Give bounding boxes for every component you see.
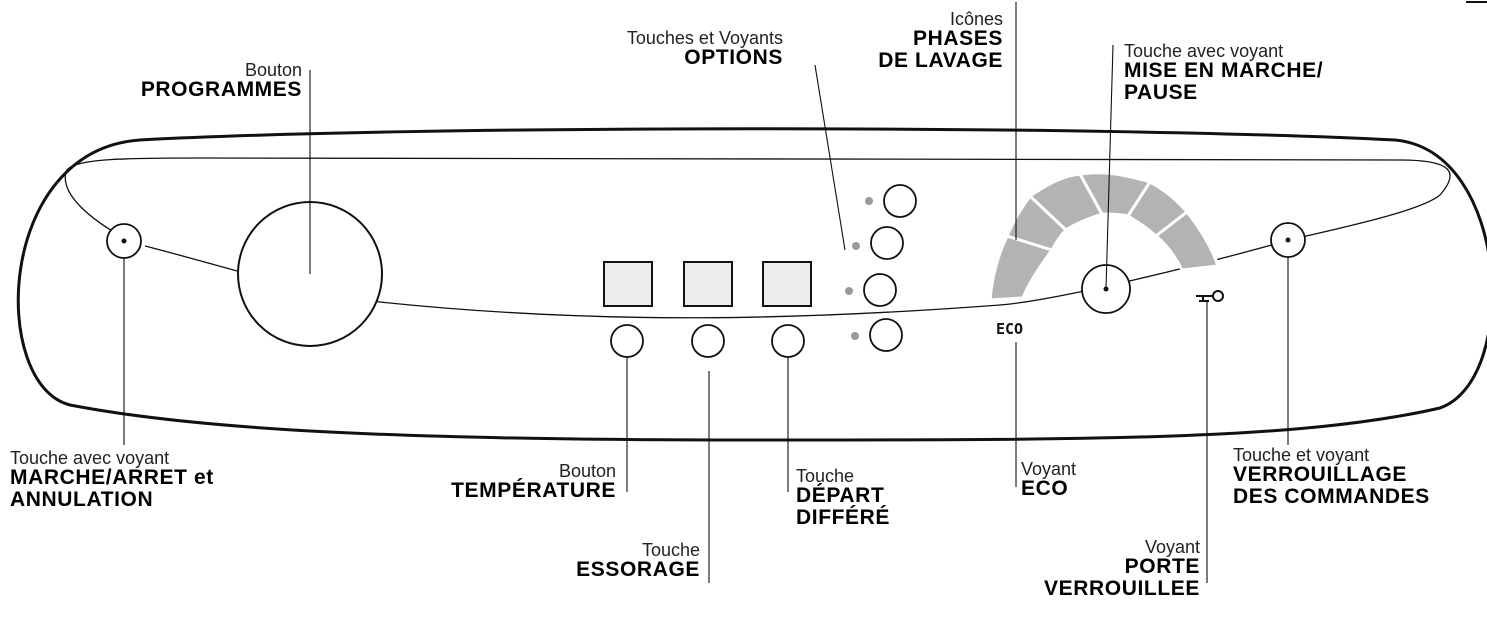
label-verrouillage-small: Touche et voyant xyxy=(1233,445,1370,465)
label-verrouillage: Touche et voyant VERROUILLAGE DES COMMAN… xyxy=(1233,445,1430,508)
leader-lines xyxy=(123,2,1289,583)
label-phases-bold-2: DE LAVAGE xyxy=(878,48,1003,72)
label-mise-bold-1: MISE EN MARCHE/ xyxy=(1124,59,1324,83)
label-temperature: Bouton TEMPÉRATURE xyxy=(451,462,616,502)
option-button-2[interactable] xyxy=(870,226,904,260)
label-programmes-small: Bouton xyxy=(244,60,302,80)
phase-segment-6 xyxy=(1153,209,1221,272)
delay-start-button[interactable] xyxy=(771,324,805,358)
spin-button[interactable] xyxy=(691,324,725,358)
option-button-1[interactable] xyxy=(883,184,917,218)
temperature-button[interactable] xyxy=(610,324,644,358)
option-button-3[interactable] xyxy=(863,273,897,307)
label-marche-bold-1: MARCHE/ARRET et xyxy=(10,466,214,490)
leader-mise-en-marche xyxy=(1105,44,1114,290)
label-phases-bold-1: PHASES xyxy=(913,27,1003,51)
option-button-4[interactable] xyxy=(869,318,903,352)
label-eco: Voyant ECO xyxy=(1021,460,1076,500)
control-lock-led xyxy=(1285,237,1291,243)
label-marche-arret: Touche avec voyant MARCHE/ARRET et ANNUL… xyxy=(10,448,214,511)
label-mise-bold-2: PAUSE xyxy=(1124,80,1198,104)
label-options-small: Touches et Voyants xyxy=(626,28,783,48)
option-led-3 xyxy=(845,287,853,295)
label-marche-bold-2: ANNULATION xyxy=(10,487,154,511)
option-led-1 xyxy=(865,197,873,205)
label-mise-small: Touche avec voyant xyxy=(1124,41,1284,61)
label-phases: Icônes PHASES DE LAVAGE xyxy=(878,9,1003,72)
label-porte-small: Voyant xyxy=(1144,537,1200,557)
label-mise-en-marche: Touche avec voyant MISE EN MARCHE/ PAUSE xyxy=(1124,41,1324,104)
label-programmes-bold: PROGRAMMES xyxy=(140,78,302,102)
label-eco-bold: ECO xyxy=(1021,477,1069,501)
power-led xyxy=(121,238,127,244)
label-options-bold: OPTIONS xyxy=(684,46,783,70)
label-verrouillage-bold-2: DES COMMANDES xyxy=(1233,484,1430,508)
label-options: Touches et Voyants OPTIONS xyxy=(627,29,783,69)
delay-display xyxy=(762,261,812,307)
panel-inner-line xyxy=(64,157,1451,319)
spin-display xyxy=(683,261,733,307)
label-depart-bold-2: DIFFÉRÉ xyxy=(796,505,891,529)
label-programmes: Bouton PROGRAMMES xyxy=(141,61,302,101)
key-icon xyxy=(1196,290,1224,302)
label-depart-bold-1: DÉPART xyxy=(796,484,885,508)
wash-phase-arc xyxy=(988,171,1221,302)
label-depart-small: Touche xyxy=(796,466,855,486)
label-porte: Voyant PORTE VERROUILLEE xyxy=(1044,537,1200,600)
label-temperature-small: Bouton xyxy=(558,461,616,481)
label-essorage: Touche ESSORAGE xyxy=(576,541,700,581)
label-porte-bold-1: PORTE xyxy=(1124,555,1200,579)
option-led-2 xyxy=(852,242,860,250)
eco-indicator-text: ECO xyxy=(996,320,1024,338)
label-essorage-bold: ESSORAGE xyxy=(576,558,700,582)
label-essorage-small: Touche xyxy=(641,540,700,560)
label-eco-small: Voyant xyxy=(1021,459,1077,479)
label-marche-small: Touche avec voyant xyxy=(10,448,170,468)
label-phases-small: Icônes xyxy=(949,9,1003,29)
temperature-display xyxy=(603,261,653,307)
panel-outline xyxy=(16,127,1487,442)
option-led-4 xyxy=(851,332,859,340)
label-verrouillage-bold-1: VERROUILLAGE xyxy=(1233,463,1408,487)
leader-options xyxy=(814,64,846,251)
label-porte-bold-2: VERROUILLEE xyxy=(1044,576,1200,600)
label-depart-differe: Touche DÉPART DIFFÉRÉ xyxy=(796,466,891,529)
label-temperature-bold: TEMPÉRATURE xyxy=(451,479,616,503)
